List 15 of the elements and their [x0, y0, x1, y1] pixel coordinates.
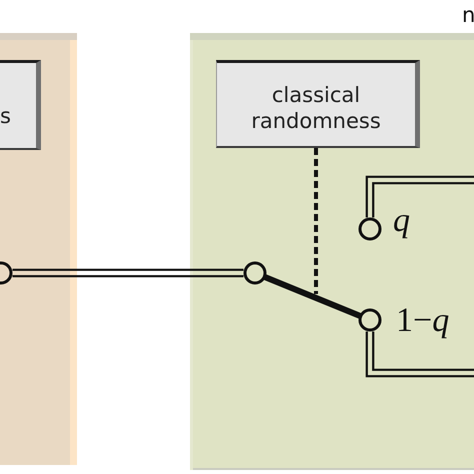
double-wire [11, 268, 245, 278]
double-wire [366, 176, 474, 219]
switch-lever [263, 274, 362, 319]
label-box: s [0, 60, 41, 150]
panel [190, 33, 474, 470]
double-wire [366, 330, 474, 378]
dashed-line [314, 148, 318, 294]
probability-label: 1−q [396, 304, 450, 338]
probability-label: q [393, 204, 410, 238]
terminal-circle [358, 217, 382, 241]
terminal-circle [358, 308, 382, 332]
switch-pivot [243, 261, 267, 285]
heading-text: n [462, 3, 474, 27]
label-box: classical randomness [216, 60, 420, 148]
panel [0, 33, 77, 465]
